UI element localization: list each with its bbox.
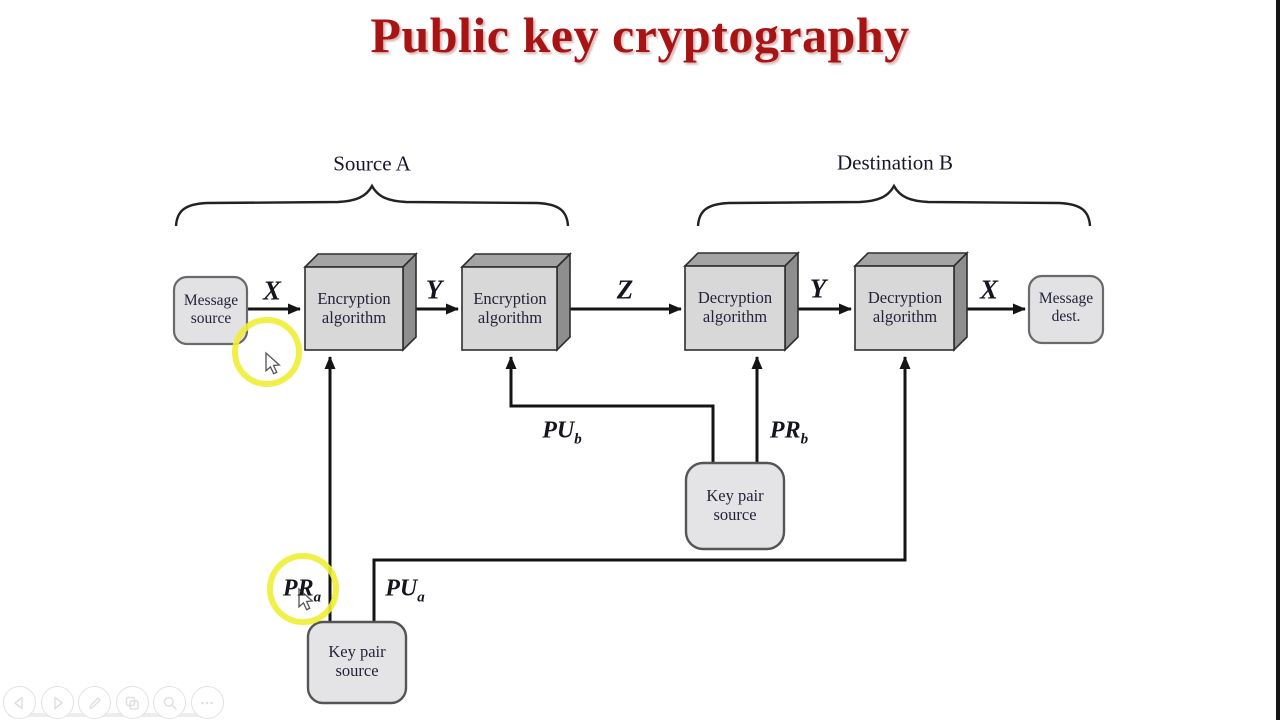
- decryption2-label: Decryption algorithm: [867, 287, 943, 326]
- highlight-ring-2: [267, 553, 339, 625]
- connectors: [246, 303, 1026, 622]
- key-label-pu-a: PUa: [385, 575, 425, 606]
- toolbar-shadow: [8, 713, 213, 717]
- highlights: [232, 317, 339, 625]
- key-label-pr-a: PRa: [282, 575, 322, 606]
- encryption2-box-side: [556, 252, 571, 352]
- destination-b-label: Destination B: [836, 150, 954, 175]
- magnifier-button[interactable]: [153, 686, 186, 719]
- decryption2-box-side: [953, 251, 968, 352]
- slides-overview-icon: [125, 696, 139, 710]
- edge-label-y1: Y: [425, 274, 443, 305]
- more-options-icon: [201, 701, 213, 704]
- next-slide-button[interactable]: [40, 686, 74, 719]
- encryption1-box-front: [304, 266, 404, 351]
- decryption1-box-side: [784, 251, 799, 352]
- edge-label-x2: X: [979, 274, 999, 305]
- braces: [174, 183, 1092, 227]
- destination-b-brace: [696, 183, 1092, 227]
- source-a-brace: [174, 183, 570, 227]
- encryption1-box-side: [402, 252, 417, 352]
- more-options-button[interactable]: [190, 686, 224, 719]
- arrow-pu-a: [372, 356, 911, 622]
- encryption2-box-front: [461, 266, 558, 351]
- frame-right-edge: [1276, 0, 1280, 720]
- previous-icon: [13, 696, 23, 709]
- source-a-label: Source A: [333, 151, 411, 176]
- decryption2-box-front: [854, 265, 955, 351]
- highlight-ring-1: [232, 317, 302, 387]
- pencil-icon: [88, 696, 101, 709]
- message-dest-box: [1027, 274, 1105, 345]
- pencil-button[interactable]: [78, 686, 111, 719]
- rounded-boxes: [172, 274, 1105, 705]
- keypair-a-box: [306, 620, 408, 705]
- mouse-cursor: [265, 351, 281, 375]
- magnifier-icon: [163, 696, 177, 710]
- slides-overview-button[interactable]: [115, 686, 149, 719]
- boxes-3d: [303, 251, 969, 352]
- key-label-pr-b: PRb: [769, 417, 809, 448]
- next-icon: [54, 696, 63, 709]
- mouse-cursor-ghost: [298, 587, 314, 611]
- annotation-toolbar: [3, 686, 224, 719]
- previous-slide-button[interactable]: [3, 686, 36, 719]
- encryption1-box-top: [303, 253, 418, 268]
- decryption1-label: Decryption algorithm: [697, 287, 773, 326]
- message-source-box: [172, 275, 249, 346]
- edge-label-x1: X: [262, 275, 282, 306]
- keypair-a-label: Key pair source: [328, 641, 386, 680]
- cursors: [265, 351, 314, 611]
- page-title: Public key cryptography: [370, 7, 910, 63]
- arrow-pu-b: [505, 356, 715, 463]
- encryption1-label: Encryption algorithm: [317, 288, 391, 327]
- keypair-b-label: Key pair source: [706, 485, 764, 524]
- message-dest-label: Message dest.: [1038, 290, 1094, 325]
- key-label-pu-b: PUb: [542, 417, 582, 448]
- encryption2-label: Encryption algorithm: [473, 288, 547, 327]
- encryption2-box-top: [460, 253, 572, 268]
- edge-label-y2: Y: [809, 273, 827, 304]
- decryption1-box-top: [683, 252, 800, 267]
- decryption1-box-front: [684, 265, 786, 351]
- message-source-label: Message source: [183, 292, 239, 327]
- decryption2-box-top: [853, 252, 969, 267]
- edge-label-z: Z: [616, 274, 634, 305]
- keypair-b-box: [684, 461, 786, 551]
